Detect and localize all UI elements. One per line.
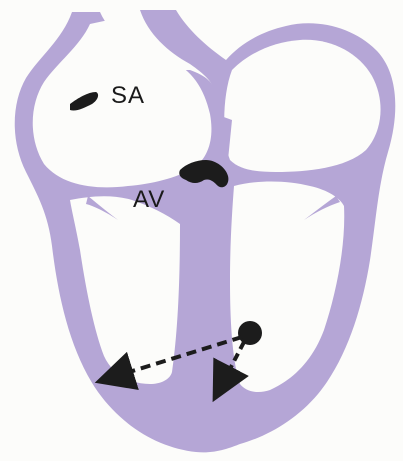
purkinje-origin-dot — [238, 321, 262, 345]
left-atrium-chamber — [224, 40, 380, 172]
av-node-label: AV — [133, 188, 165, 212]
sa-node-label: SA — [111, 84, 145, 108]
